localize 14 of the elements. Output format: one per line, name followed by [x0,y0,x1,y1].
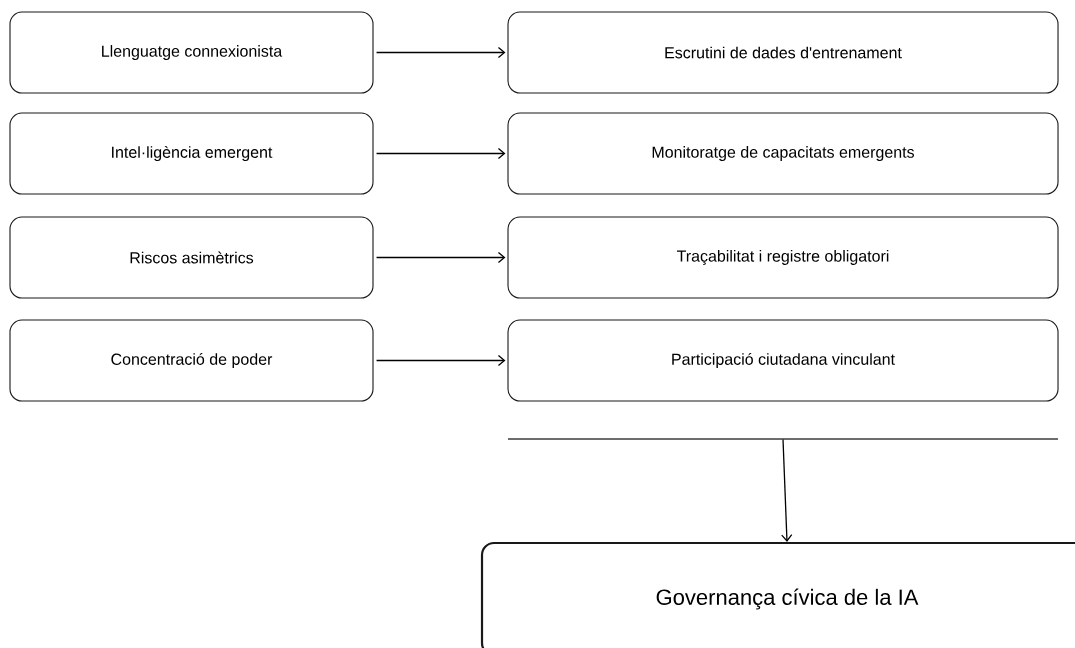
arrow [375,147,506,160]
arrow [375,354,506,367]
process-box: Governança cívica de la IA [480,541,1075,648]
process-box: Participació ciutadana vinculant [507,319,1059,402]
process-box: Monitoratge de capacitats emergents [507,112,1059,195]
process-box: Intel·ligència emergent [9,112,374,195]
process-box: Escrutini de dades d'entrenament [507,11,1059,94]
arrow [375,46,506,59]
process-box: Concentració de poder [9,319,374,402]
process-box: Riscos asimètrics [9,216,374,299]
process-box: Traçabilitat i registre obligatori [507,216,1059,299]
arrow [375,251,506,264]
arrow [781,438,793,542]
process-box: Llenguatge connexionista [9,11,374,94]
